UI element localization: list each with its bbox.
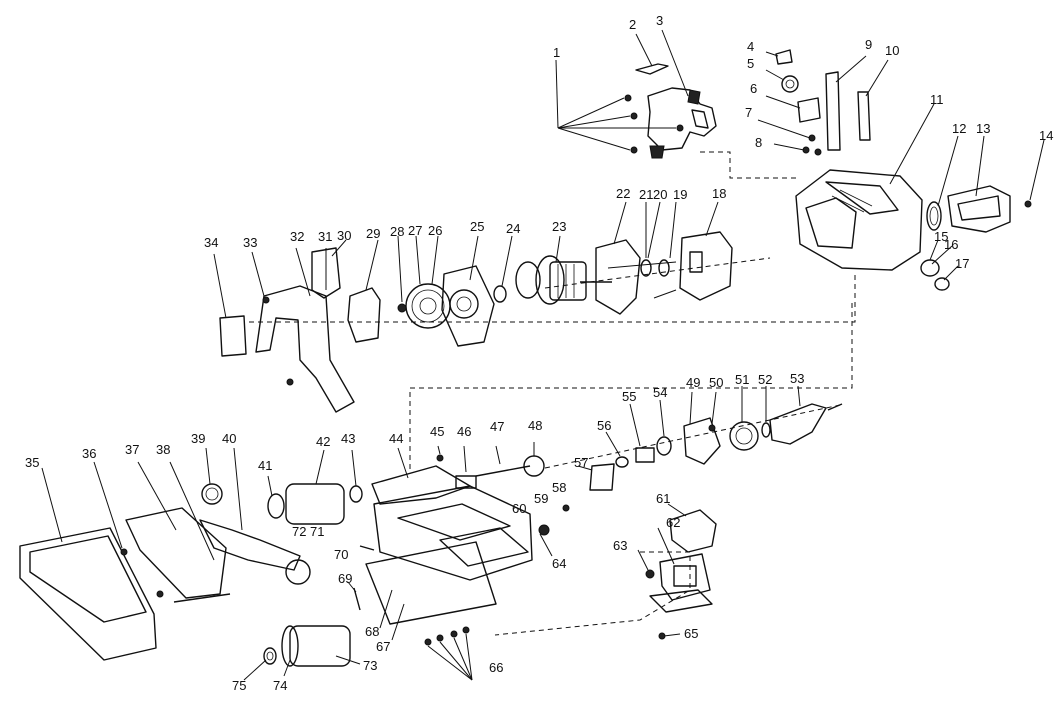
part-label-18: 18	[712, 186, 726, 201]
part-label-25: 25	[470, 219, 484, 234]
part-label-69: 69	[338, 571, 352, 586]
fan-group	[311, 235, 451, 343]
part-label-6: 6	[750, 81, 757, 96]
belt-assembly-group	[19, 447, 363, 661]
motor-housing	[795, 103, 935, 271]
part-label-21: 21	[639, 187, 653, 202]
switch-components	[757, 49, 889, 156]
part-label-34: 34	[204, 235, 218, 250]
part-label-7: 7	[745, 105, 752, 120]
part-label-13: 13	[976, 121, 990, 136]
part-label-19: 19	[673, 187, 687, 202]
part-label-32: 32	[290, 229, 304, 244]
part-label-47: 47	[490, 419, 504, 434]
part-label-62: 62	[666, 515, 680, 530]
part-label-46: 46	[457, 424, 471, 439]
part-label-28: 28	[390, 224, 404, 239]
part-label-53: 53	[790, 371, 804, 386]
part-label-12: 12	[952, 121, 966, 136]
part-label-24: 24	[506, 221, 520, 236]
assembly-dashed-lines	[245, 151, 856, 636]
end-cap-group	[920, 135, 1045, 291]
part-label-15: 15	[934, 229, 948, 244]
part-label-59: 59	[534, 491, 548, 506]
part-label-72: 72	[292, 524, 306, 539]
part-label-51: 51	[735, 372, 749, 387]
part-label-75: 75	[232, 678, 246, 693]
part-label-2: 2	[629, 17, 636, 32]
part-label-74: 74	[273, 678, 287, 693]
part-label-31: 31	[318, 229, 332, 244]
platen-frame-group	[347, 442, 570, 681]
part-label-35: 35	[25, 455, 39, 470]
part-label-10: 10	[885, 43, 899, 58]
part-label-40: 40	[222, 431, 236, 446]
part-label-70: 70	[334, 547, 348, 562]
part-label-3: 3	[656, 13, 663, 28]
drive-pulley-group	[577, 385, 843, 491]
armature-stator-group	[441, 201, 733, 347]
part-label-64: 64	[552, 556, 566, 571]
part-label-29: 29	[366, 226, 380, 241]
part-label-54: 54	[653, 385, 667, 400]
part-label-57: 57	[574, 455, 588, 470]
part-label-11: 11	[930, 92, 944, 107]
part-label-68: 68	[365, 624, 379, 639]
part-label-22: 22	[616, 186, 630, 201]
part-label-27: 27	[408, 223, 422, 238]
part-label-66: 66	[489, 660, 503, 675]
part-label-17: 17	[955, 256, 969, 271]
part-label-63: 63	[613, 538, 627, 553]
part-label-1: 1	[553, 45, 560, 60]
part-label-36: 36	[82, 446, 96, 461]
part-label-4: 4	[747, 39, 754, 54]
part-label-71: 71	[310, 524, 324, 539]
part-label-48: 48	[528, 418, 542, 433]
stand-group	[213, 247, 355, 413]
part-label-73: 73	[363, 658, 377, 673]
front-handle-group	[637, 503, 717, 640]
part-label-20: 20	[653, 187, 667, 202]
part-label-65: 65	[684, 626, 698, 641]
part-label-30: 30	[337, 228, 351, 243]
part-label-41: 41	[258, 458, 272, 473]
part-label-16: 16	[944, 237, 958, 252]
part-label-67: 67	[376, 639, 390, 654]
part-label-9: 9	[865, 37, 872, 52]
part-label-58: 58	[552, 480, 566, 495]
part-label-61: 61	[656, 491, 670, 506]
part-label-56: 56	[597, 418, 611, 433]
part-label-52: 52	[758, 372, 772, 387]
bottom-roller-group	[243, 625, 361, 681]
part-label-45: 45	[430, 424, 444, 439]
part-label-8: 8	[755, 135, 762, 150]
part-label-43: 43	[341, 431, 355, 446]
part-label-23: 23	[552, 219, 566, 234]
part-label-33: 33	[243, 235, 257, 250]
part-label-39: 39	[191, 431, 205, 446]
part-label-38: 38	[156, 442, 170, 457]
part-label-44: 44	[389, 431, 403, 446]
part-label-55: 55	[622, 389, 636, 404]
part-label-50: 50	[709, 375, 723, 390]
part-label-42: 42	[316, 434, 330, 449]
part-label-60: 60	[512, 501, 526, 516]
part-label-49: 49	[686, 375, 700, 390]
handle-housing-group	[555, 29, 717, 159]
part-label-37: 37	[125, 442, 139, 457]
part-label-14: 14	[1039, 128, 1053, 143]
part-label-26: 26	[428, 223, 442, 238]
part-label-5: 5	[747, 56, 754, 71]
